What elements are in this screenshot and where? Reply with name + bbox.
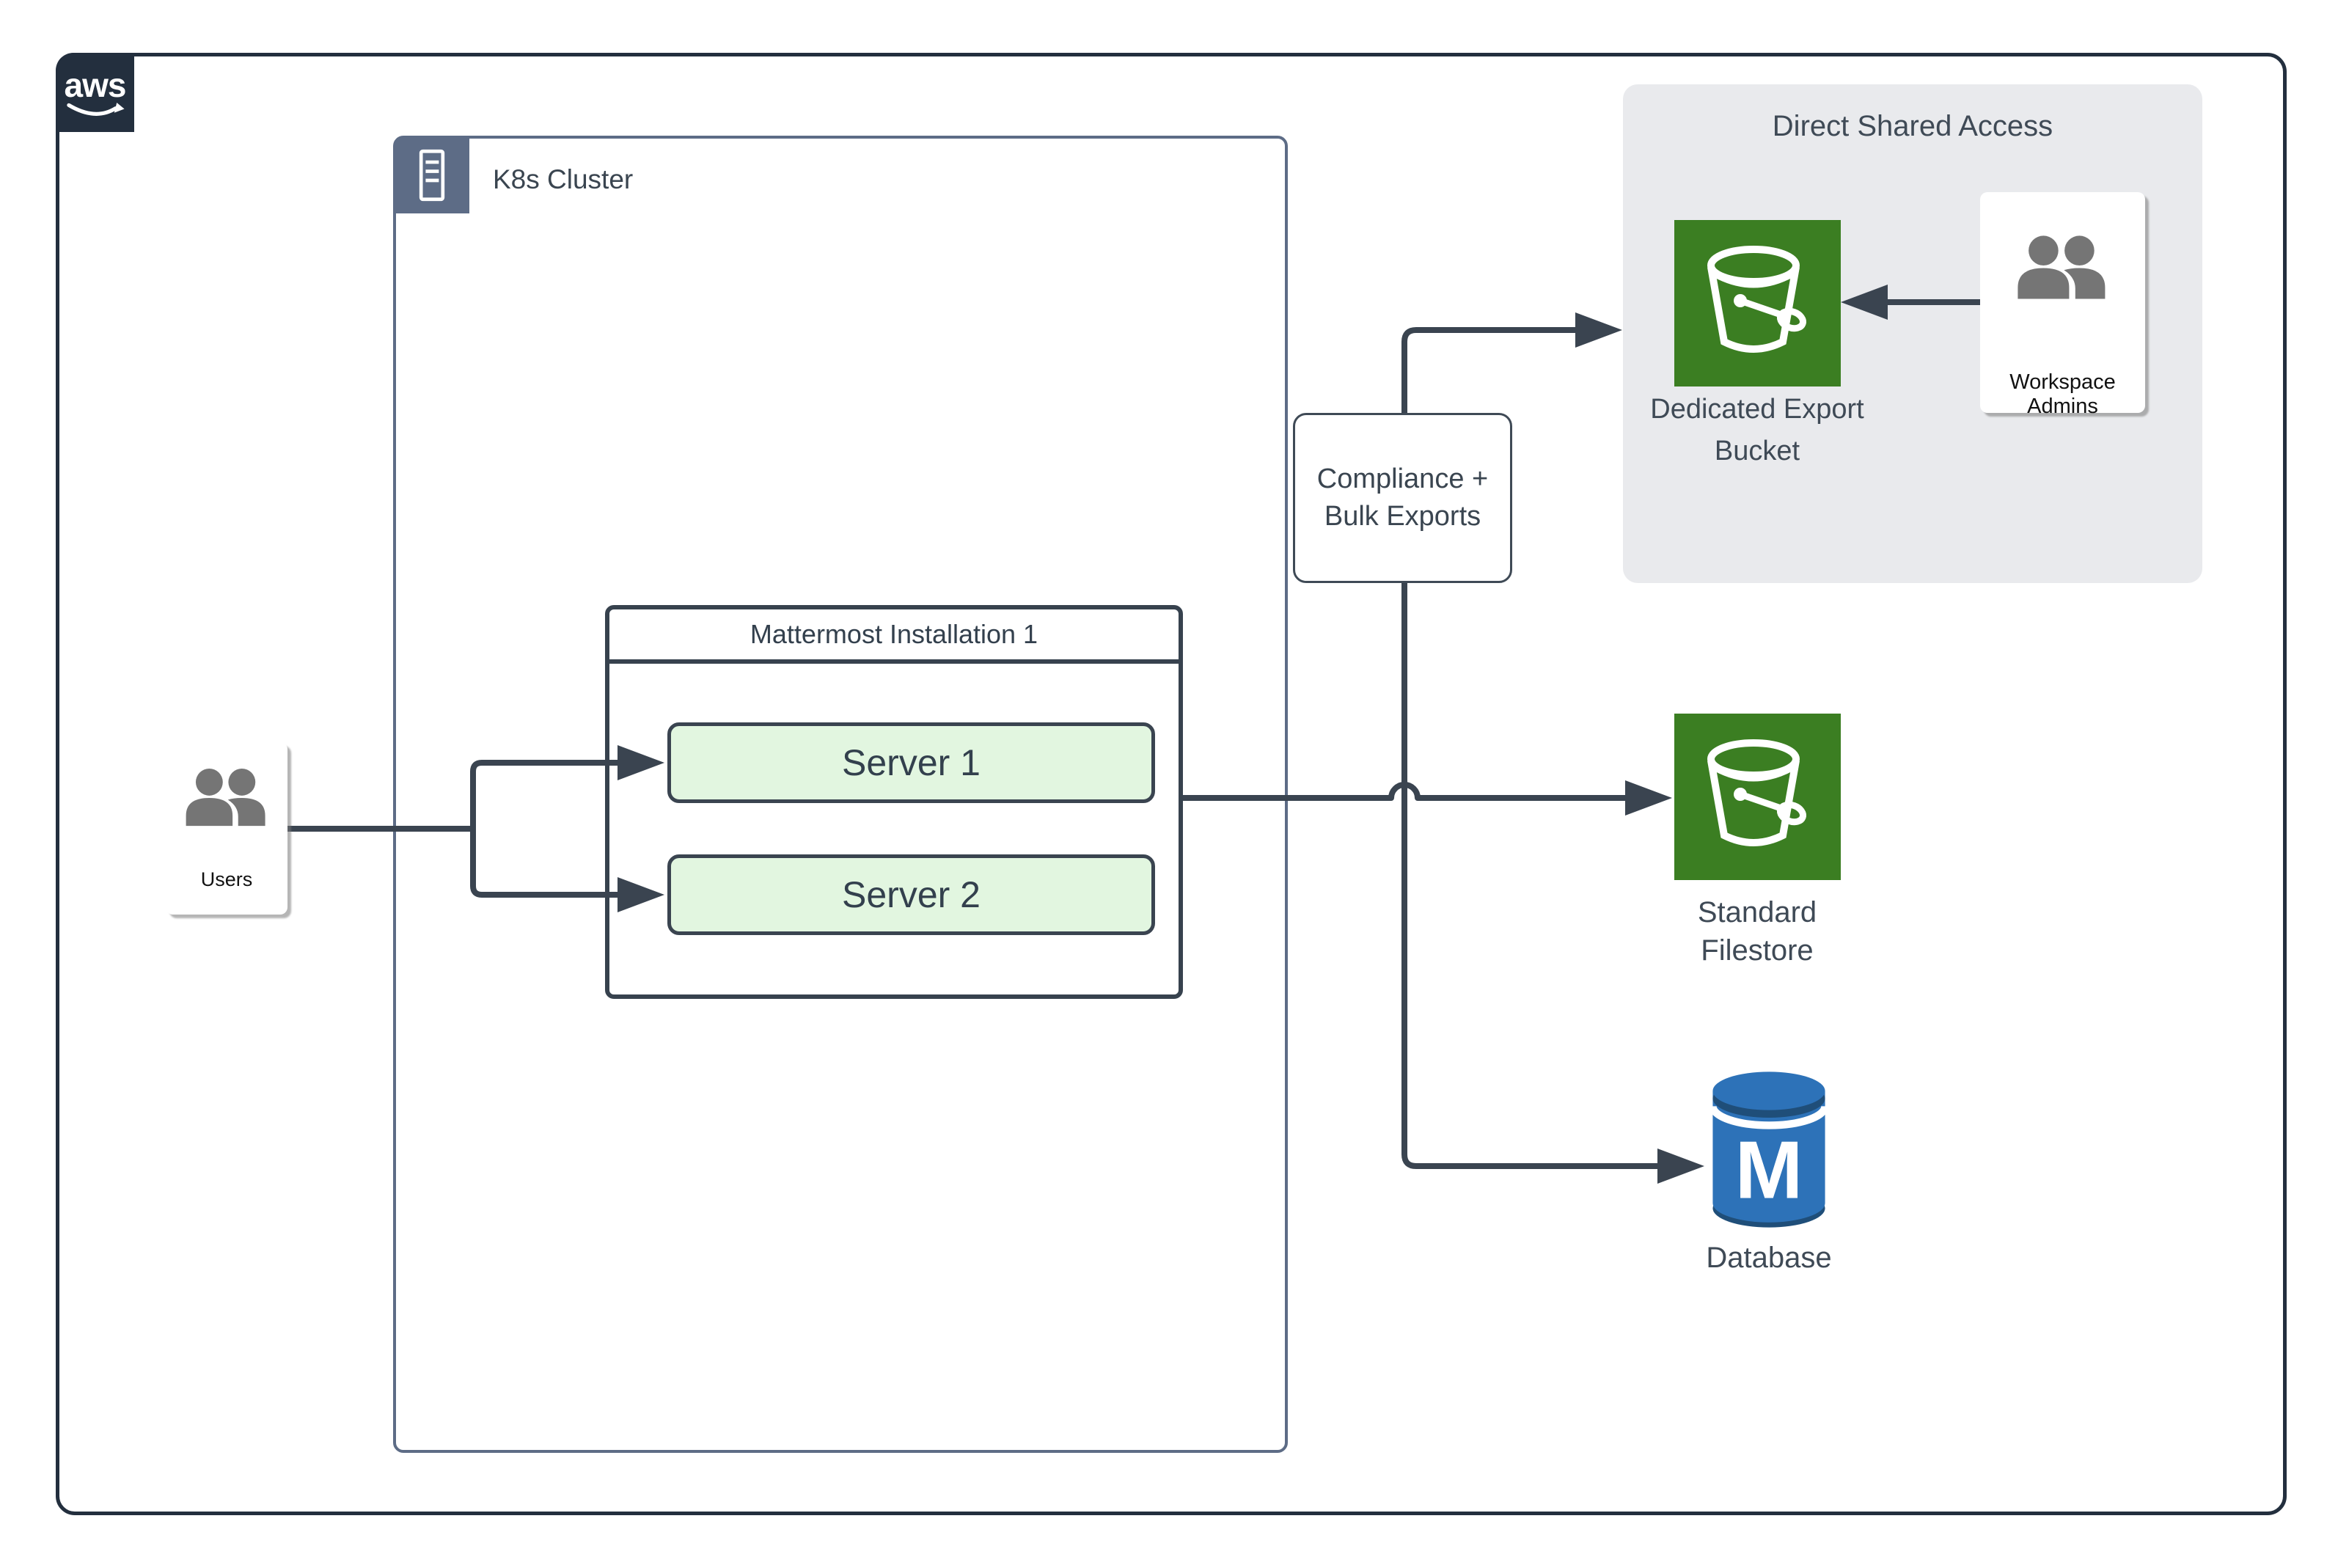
aws-smile-icon xyxy=(66,102,125,116)
outer-frame xyxy=(56,53,2287,1515)
arrowhead-admins-to-bucket xyxy=(1841,285,1888,320)
server-1-node: Server 1 xyxy=(667,722,1155,803)
k8s-cluster-label: K8s Cluster xyxy=(493,164,634,194)
arrowhead-server2 xyxy=(618,877,664,912)
line-users-to-server2 xyxy=(470,829,619,898)
users-card: Users xyxy=(166,742,287,915)
k8s-cluster-box xyxy=(393,136,1288,1453)
people-icon xyxy=(2018,235,2106,299)
mattermost-title: Mattermost Installation 1 xyxy=(609,609,1179,664)
server-2-node: Server 2 xyxy=(667,854,1155,935)
workspace-admins-label: Workspace Admins xyxy=(2009,370,2116,418)
compliance-label: Compliance + Bulk Exports xyxy=(1316,463,1489,532)
dedicated-export-bucket-node xyxy=(1674,220,1841,386)
arrowhead-server1 xyxy=(618,745,664,780)
standard-filestore-node xyxy=(1674,714,1841,880)
aws-logo: aws xyxy=(56,53,134,132)
s3-bucket-icon xyxy=(1707,245,1806,353)
database-node: M xyxy=(1705,1067,1833,1237)
direct-shared-access-title: Direct Shared Access xyxy=(1772,110,2053,142)
standard-filestore-label: Standard Filestore xyxy=(1697,896,1817,967)
database-cylinder-icon: M xyxy=(1709,1071,1829,1228)
server-rack-icon xyxy=(419,149,445,202)
server-2-label: Server 2 xyxy=(842,874,981,915)
people-icon xyxy=(186,768,265,827)
arrowhead-export-bucket xyxy=(1575,312,1622,348)
k8s-corner-badge xyxy=(395,137,469,213)
line-trunk-exports xyxy=(1401,327,1659,1169)
arrowhead-database xyxy=(1657,1148,1704,1184)
arrowhead-filestore xyxy=(1625,780,1672,816)
aws-logo-text: aws xyxy=(64,66,127,104)
s3-bucket-icon xyxy=(1707,739,1806,846)
compliance-bulk-exports-box: Compliance + Bulk Exports xyxy=(1293,413,1512,583)
database-label: Database xyxy=(1706,1242,1832,1274)
server-1-label: Server 1 xyxy=(842,742,981,783)
database-monogram: M xyxy=(1735,1124,1803,1216)
line-users-to-server1 xyxy=(470,760,619,829)
dedicated-export-bucket-label: Dedicated Export Bucket xyxy=(1650,394,1864,466)
users-label: Users xyxy=(200,868,253,890)
workspace-admins-card: Workspace Admins xyxy=(1980,192,2145,418)
